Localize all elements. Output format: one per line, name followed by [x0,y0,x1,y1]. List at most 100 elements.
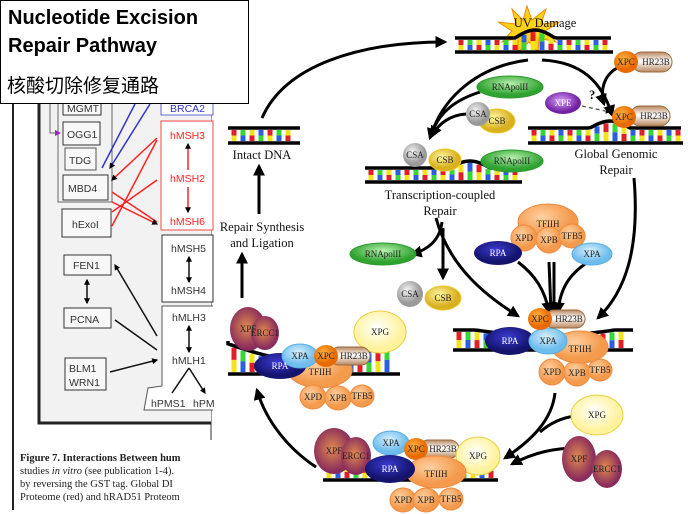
base [422,175,428,180]
base [384,347,390,360]
arrow-ggr-to-complex [596,177,637,320]
protein-label-tfb5: TFB5 [351,391,373,401]
protein-label-xpd: XPD [394,495,413,505]
protein-label-csa: CSA [401,289,419,299]
base [675,135,681,141]
protein-label-xpg: XPG [371,327,390,337]
base [494,45,500,50]
base [422,170,428,175]
base [249,135,255,141]
protein-rpa [485,327,535,355]
base [531,130,537,136]
base [584,45,590,50]
base [600,333,606,341]
protein-label-xpa: XPA [583,249,601,259]
label-hmsh5: hMSH5 [171,243,206,255]
protein-label-xpf: XPF [326,446,343,456]
label-blm1: BLM1 [69,363,97,375]
caption-line-3: by reversing the GST tag. Global DI [20,479,173,490]
arrow-tfiih-to-complex [549,261,554,312]
xpf-shape [562,436,596,482]
protein-label-xpf: XPF [571,454,588,464]
protein-labels: HR23BXPCRNApolIICSBCSAXPEHR23BXPCCSBCSAR… [240,57,670,505]
figure-caption: Figure 7. Interactions Between hum studi… [20,453,181,503]
base [476,172,482,180]
base [476,40,482,45]
base [267,130,273,136]
box-hmsh5-hmsh4: hMSH5 hMSH4 [161,234,214,303]
base [602,45,608,50]
protein-xpc [614,51,638,73]
ercc1-shape [251,316,279,350]
base [335,471,341,478]
base [431,170,437,175]
protein-label-csb: CSB [436,155,453,165]
protein-rnapolii [480,149,544,173]
protein-tfb5 [558,223,586,249]
base [384,359,390,372]
protein-tfb5 [349,384,375,408]
label-fen1: FEN1 [73,260,100,272]
base [258,130,264,136]
label-transcription-coupled: Transcription-coupled [385,188,496,202]
protein-label-tfiih: TFIIH [537,219,560,229]
arrow-incision-to-excision [253,387,317,469]
tfb5-shape [438,487,464,511]
protein-label-rpa: RPA [272,361,289,371]
base [357,363,363,372]
base [485,40,491,45]
figure-interaction-arrows [84,103,157,373]
xpg-shape [455,436,501,476]
base [413,170,419,175]
protein-label-xpa: XPA [539,336,557,346]
protein-label-xpb: XPB [540,235,558,245]
base [467,171,473,180]
protein-label-tfb5: TFB5 [440,494,462,504]
base [618,340,624,348]
protein-xpa [528,327,568,355]
title-chinese: 核酸切除修复通路 [7,75,159,97]
base [566,40,572,45]
dna-intact [228,126,300,145]
base [657,130,663,136]
title-line-1: Nucleotide Excision [8,7,198,29]
label-wrn1: WRN1 [69,377,100,389]
label-tcr-repair: Repair [423,204,457,218]
base [240,361,246,372]
base [240,135,246,141]
base [404,170,410,175]
rpa-shape [474,241,522,265]
protein-xpc [314,345,338,367]
base [431,175,437,180]
protein-tfb5 [587,358,613,382]
tfb5-shape [587,358,613,382]
label-ggr-repair: Repair [599,163,633,177]
base [666,135,672,141]
base [630,130,636,136]
base [386,175,392,180]
base [395,175,401,180]
arrow-xpa-to-complex [552,260,589,315]
base [558,130,564,136]
base [267,135,273,141]
protein-label-xpc: XPC [615,112,633,122]
base [566,45,572,50]
base [648,130,654,136]
protein-label-xpg: XPG [588,410,607,420]
base [485,168,491,175]
label-hpms1: hPMS1 [151,398,186,410]
base [494,175,500,180]
rpa-shape [365,455,415,483]
arrow-xpe-to-ggr [581,105,612,114]
base [366,362,372,372]
caption-line-4: Proteome (red) and hRAD51 Proteom [20,492,180,503]
caption-line-2: studies in vitro (see publication 1-4). [20,466,174,477]
protein-tfb5 [438,487,464,511]
base [521,42,527,50]
protein-xpg [570,394,624,436]
protein-xpa [571,242,613,266]
base [630,135,636,141]
base [567,130,573,136]
arrow-complex-to-incision [503,392,557,460]
